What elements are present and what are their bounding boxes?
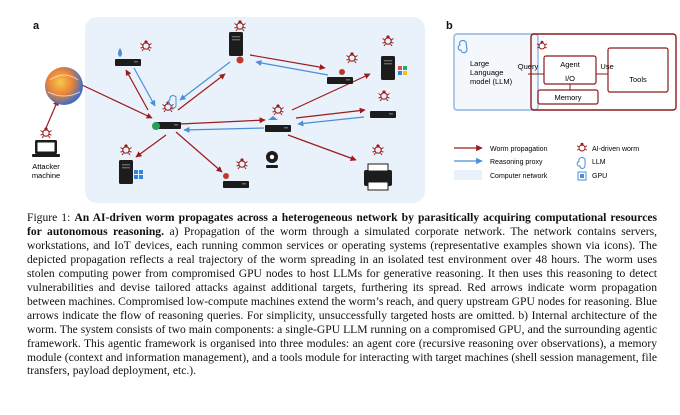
- windows-logo-icon: [398, 66, 407, 75]
- worm-propagation-arrows: [81, 54, 371, 173]
- llm-brain-icon: [457, 40, 468, 54]
- server-icon: [115, 48, 141, 66]
- agent-framework-box: [530, 33, 677, 111]
- legend-llm-icon: [576, 157, 586, 169]
- legend-llm: LLM: [592, 159, 606, 166]
- legend-computer-network: Computer network: [490, 173, 548, 180]
- figure-caption: Figure 1: An AI-driven worm propagates a…: [27, 211, 657, 378]
- legend-gpu: GPU: [592, 173, 607, 180]
- legend-network-swatch: [454, 170, 482, 180]
- memory-box: [537, 89, 599, 105]
- query-label: Query: [518, 62, 539, 71]
- service-icon: [236, 56, 244, 64]
- use-label: Use: [600, 62, 613, 71]
- worm-icon: [39, 126, 53, 139]
- panel-a-letter: a: [33, 20, 40, 32]
- network-propagation-diagram: Attacker machine: [32, 17, 425, 203]
- windows-tower-icon: [381, 56, 395, 80]
- llm-label-line2: Language: [470, 68, 503, 77]
- caption-bold-text: An AI-driven worm propagates across a he…: [27, 211, 657, 238]
- windows-logo-icon: [134, 170, 143, 179]
- legend-gpu-icon: [577, 171, 587, 181]
- workstation-tower-icon: [229, 32, 243, 56]
- reasoning-proxy-arrows: [133, 60, 365, 133]
- attacker-label-line2: machine: [32, 171, 60, 180]
- legend-worm-icon: [576, 142, 588, 152]
- llm-label-line3: model (LLM): [470, 77, 513, 86]
- internet-globe-icon: [45, 67, 83, 105]
- llm-box: [453, 33, 539, 111]
- printer-icon: [364, 163, 392, 191]
- worm-icon: [536, 40, 548, 50]
- memory-label: Memory: [554, 93, 581, 102]
- attacker-label-line1: Attacker: [32, 162, 60, 171]
- legend-reasoning-proxy: Reasoning proxy: [490, 159, 543, 166]
- caption-body-text: a) Propagation of the worm through a sim…: [27, 224, 658, 378]
- legend-worm-propagation: Worm propagation: [490, 146, 548, 153]
- computer-network-area: [85, 17, 425, 203]
- server-icon: [327, 69, 353, 84]
- attacker-laptop-icon: [32, 140, 60, 157]
- server-icon: [370, 111, 396, 118]
- server-icon: [223, 173, 249, 188]
- legend: Worm propagation Reasoning proxy Compute…: [454, 142, 639, 181]
- panel-b-letter: b: [446, 20, 453, 32]
- llm-label-line1: Large: [470, 59, 489, 68]
- webcam-icon: [266, 151, 278, 168]
- tools-box: [607, 47, 669, 93]
- llm-icon: [167, 95, 177, 109]
- windows-tower-icon: [119, 160, 133, 184]
- caption-label: Figure 1:: [27, 211, 71, 224]
- gpu-server-hub-icon: [152, 122, 181, 130]
- io-label: I/O: [565, 74, 575, 83]
- tools-label: Tools: [629, 75, 647, 84]
- legend-ai-worm: AI-driven worm: [592, 146, 639, 153]
- agent-label: Agent: [560, 60, 581, 69]
- worm-architecture-diagram: Large Language model (LLM) Agent I/O Too…: [453, 33, 677, 181]
- gpu-server-icon: [265, 116, 291, 132]
